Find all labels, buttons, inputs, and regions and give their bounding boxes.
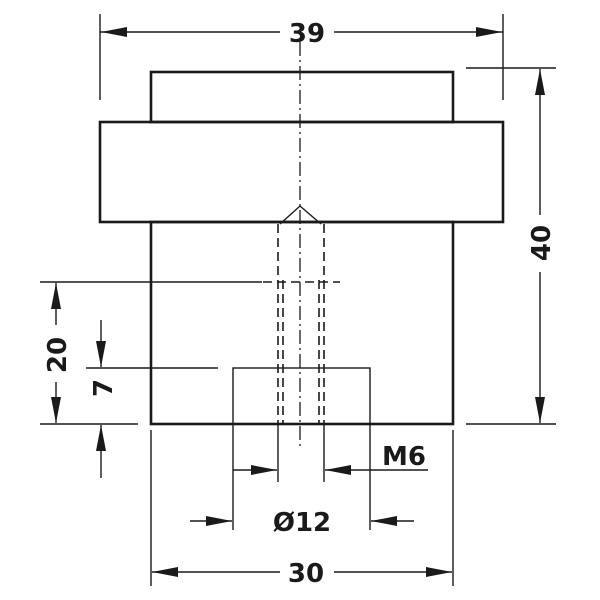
part-outline (98, 70, 505, 426)
dimension-thread: M6 (232, 424, 428, 530)
recess-diameter-label: Ø12 (273, 508, 331, 538)
hidden-bore-lines (263, 205, 340, 424)
insert-depth-label: 20 (43, 337, 73, 373)
dimension-overall-width: 39 (99, 14, 504, 100)
arrow-head (476, 27, 502, 37)
arrow-head (535, 397, 545, 423)
dimension-thread-depth: 7 (86, 320, 218, 478)
dimension-insert-depth: 20 (40, 281, 262, 425)
arrow-head (101, 27, 127, 37)
body (149, 220, 455, 426)
arrow-head (51, 397, 61, 423)
dimension-recess-diameter: Ø12 (190, 482, 414, 538)
arrow-head (51, 283, 61, 309)
base-width-label: 30 (288, 559, 324, 589)
arrow-head (96, 425, 106, 451)
arrow-head (206, 516, 232, 526)
arrow-head (251, 465, 277, 475)
dimension-base-width: 30 (150, 430, 454, 589)
arrow-head (426, 567, 452, 577)
overall-width-label: 39 (289, 19, 325, 49)
thread-label: M6 (382, 442, 426, 472)
arrow-head (535, 69, 545, 95)
arrow-head (96, 341, 106, 367)
overall-height-label: 40 (527, 225, 557, 261)
arrow-head (371, 516, 397, 526)
base-recess (232, 367, 371, 425)
dimension-overall-height: 40 (466, 67, 557, 425)
top-cap (149, 70, 455, 124)
arrow-head (152, 567, 178, 577)
arrow-head (325, 465, 351, 475)
thread-depth-label: 7 (89, 379, 119, 397)
